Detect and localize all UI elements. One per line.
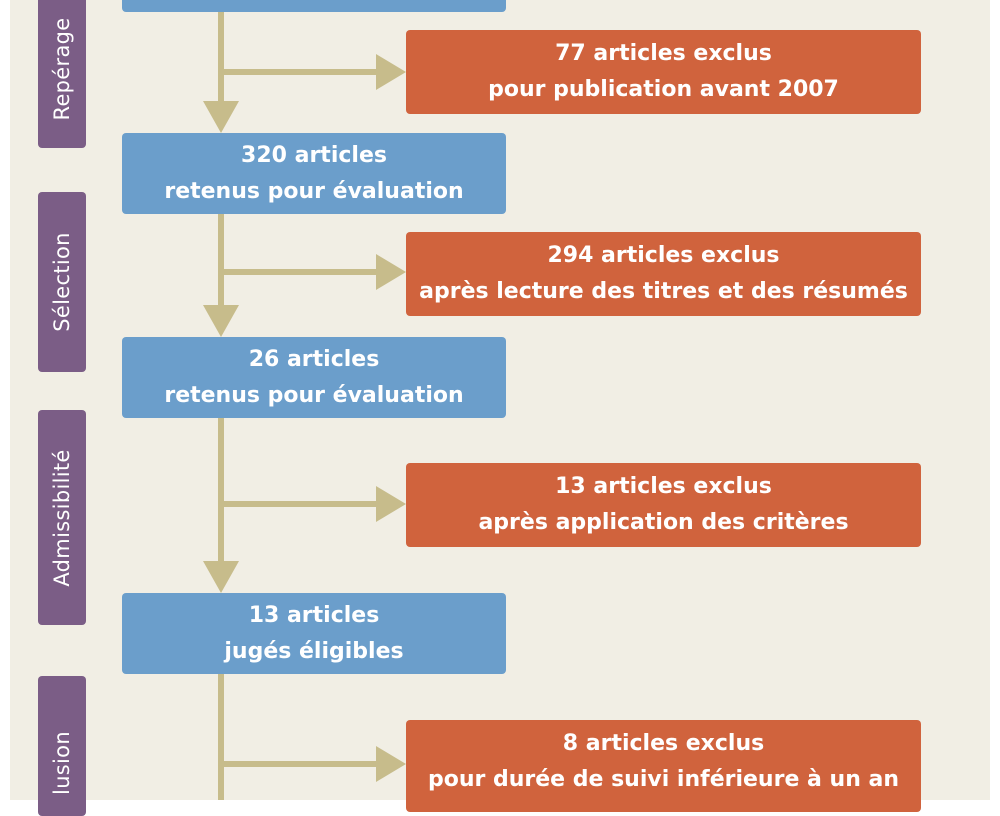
stage-label-text: Repérage [50,17,74,121]
stage-label-text: lusion [50,730,74,795]
stage-label-text: Sélection [50,232,74,332]
retained-box-26: 26 articles retenus pour évaluation [122,337,506,418]
excluded-reason: après application des critères [478,510,849,535]
excluded-reason: pour publication avant 2007 [488,77,839,102]
stage-label-reperage: Repérage [38,0,86,148]
arrowhead-right-4 [376,746,406,782]
arrowhead-right-3 [376,486,406,522]
stage-label-selection: Sélection [38,192,86,372]
retained-count: 320 articles [241,142,387,168]
stage-label-text: Admissibilité [50,448,74,587]
retained-description: retenus pour évaluation [164,382,464,408]
stage-label-admissibilite: Admissibilité [38,410,86,625]
stage-label-inclusion: lusion [38,676,86,816]
arrowhead-down-2 [203,305,239,337]
excluded-box-8: 8 articles exclus pour durée de suivi in… [406,720,921,812]
retained-description: retenus pour évaluation [164,178,464,204]
excluded-count: 77 articles exclus [555,41,772,66]
top-retained-box [122,0,506,12]
retained-box-13: 13 articles jugés éligibles [122,593,506,674]
retained-count: 26 articles [248,346,380,372]
excluded-box-294: 294 articles exclus après lecture des ti… [406,232,921,316]
excluded-reason: après lecture des titres et des résumés [419,279,908,304]
retained-box-320: 320 articles retenus pour évaluation [122,133,506,214]
excluded-reason: pour durée de suivi inférieure à un an [427,767,900,792]
arrowhead-down-3 [203,561,239,593]
excluded-count: 294 articles exclus [547,243,780,268]
retained-count: 13 articles [248,602,380,628]
excluded-box-13: 13 articles exclus après application des… [406,463,921,547]
excluded-count: 13 articles exclus [555,474,772,499]
excluded-box-77: 77 articles exclus pour publication avan… [406,30,921,114]
arrowhead-down-1 [203,101,239,133]
retained-description: jugés éligibles [224,638,404,664]
arrowhead-right-1 [376,54,406,90]
excluded-count: 8 articles exclus [562,731,765,756]
arrowhead-right-2 [376,254,406,290]
